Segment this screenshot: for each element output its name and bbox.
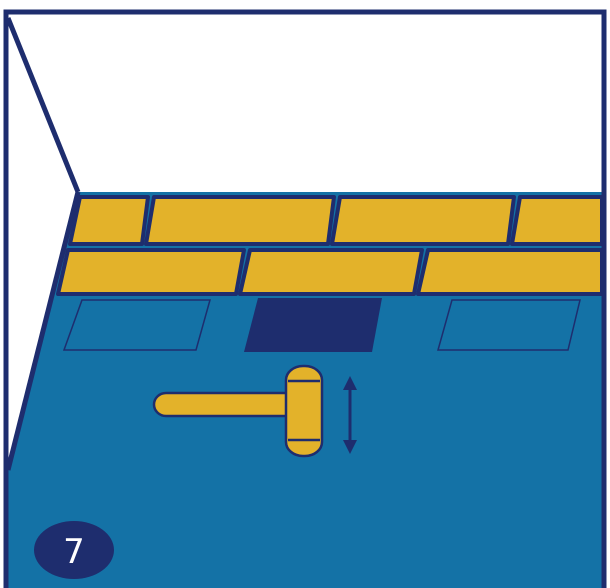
plank [416, 248, 604, 296]
plank-gap [244, 298, 382, 352]
mallet-handle [152, 391, 302, 418]
plank [330, 195, 516, 246]
frame-border [3, 9, 607, 588]
floor-edge-line [5, 191, 81, 471]
plank [56, 248, 246, 296]
back-wall [8, 14, 602, 200]
plank [238, 248, 424, 296]
plank-guide [62, 299, 211, 351]
double-arrow-icon [343, 376, 357, 454]
room-corner-line [5, 17, 81, 193]
step-number: 7 [63, 532, 85, 572]
mallet-icon [152, 364, 324, 458]
plank-guides [62, 299, 581, 351]
step-badge: 7 [34, 521, 114, 579]
step-badge-circle [34, 521, 114, 579]
plank [68, 195, 150, 246]
left-wall [8, 14, 78, 470]
plank-guide [437, 299, 581, 351]
plank [510, 195, 604, 246]
mallet-head [284, 364, 324, 458]
plank [144, 195, 336, 246]
